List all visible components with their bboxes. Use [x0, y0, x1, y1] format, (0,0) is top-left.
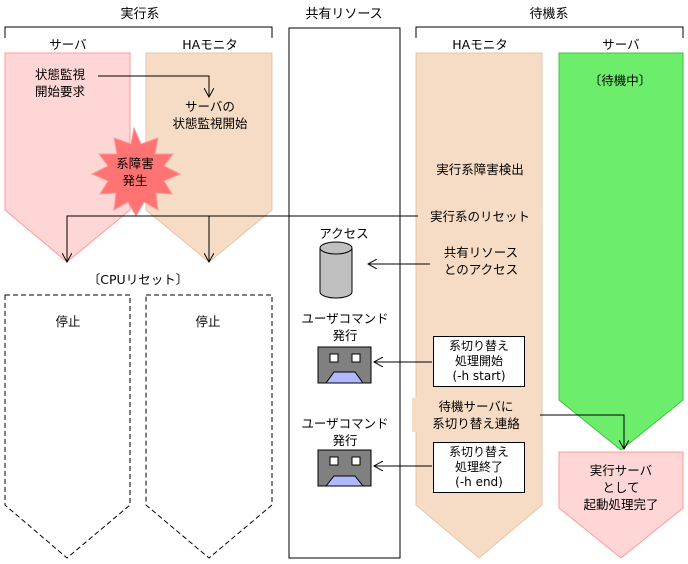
text-failure-detect: 実行系障害検出 [436, 162, 524, 177]
text-stopped-ha: 停止 [195, 314, 221, 329]
header-bracket-standby [415, 26, 684, 38]
text-monitor-request: 状態監視 開始要求 [34, 67, 85, 99]
terminal-icon-2 [317, 449, 372, 487]
label-standby-server: サーバ [602, 37, 640, 52]
text-notify: 待機サーバに 系切り替え連絡 [412, 398, 540, 432]
stopped-ha-lane [145, 294, 273, 559]
label-active-ha: HAモニタ [182, 37, 238, 52]
text-waiting: 〔待機中〕 [588, 73, 652, 88]
header-shared-resource: 共有リソース [305, 7, 383, 22]
arrow-notify [528, 414, 624, 449]
header-bracket-active [4, 26, 273, 38]
box-switch-end: 系切り替え 処理終了 (-h end) [433, 442, 525, 493]
arrow-monitor-request [98, 75, 209, 97]
text-user-command-1: ユーザコマンド 発行 [301, 311, 389, 343]
text-shared-access: 共有リソース とのアクセス [443, 245, 519, 277]
started-server-lane [558, 451, 684, 559]
text-monitor-start: サーバの 状態監視開始 [172, 99, 248, 131]
text-failure: 系障害 発生 [116, 156, 154, 188]
disk-icon [319, 241, 353, 299]
text-reset: 実行系のリセット [418, 208, 542, 225]
label-standby-ha: HAモニタ [452, 37, 508, 52]
box-switch-start: 系切り替え 処理開始 (-h start) [433, 336, 525, 387]
text-started: 実行サーバ として 起動処理完了 [583, 463, 659, 512]
label-active-server: サーバ [49, 37, 87, 52]
text-cpu-reset: 〔CPUリセット〕 [87, 272, 189, 287]
text-stopped-server: 停止 [55, 314, 81, 329]
standby-server-lane [558, 52, 684, 451]
arrow-reset-line [67, 215, 420, 262]
stopped-server-lane [4, 294, 131, 559]
text-user-command-2: ユーザコマンド 発行 [301, 416, 389, 448]
active-server-lane [4, 52, 131, 263]
text-access: アクセス [319, 226, 369, 241]
header-active-system: 実行系 [120, 7, 160, 22]
terminal-icon-1 [317, 346, 372, 384]
header-standby-system: 待機系 [529, 7, 569, 22]
